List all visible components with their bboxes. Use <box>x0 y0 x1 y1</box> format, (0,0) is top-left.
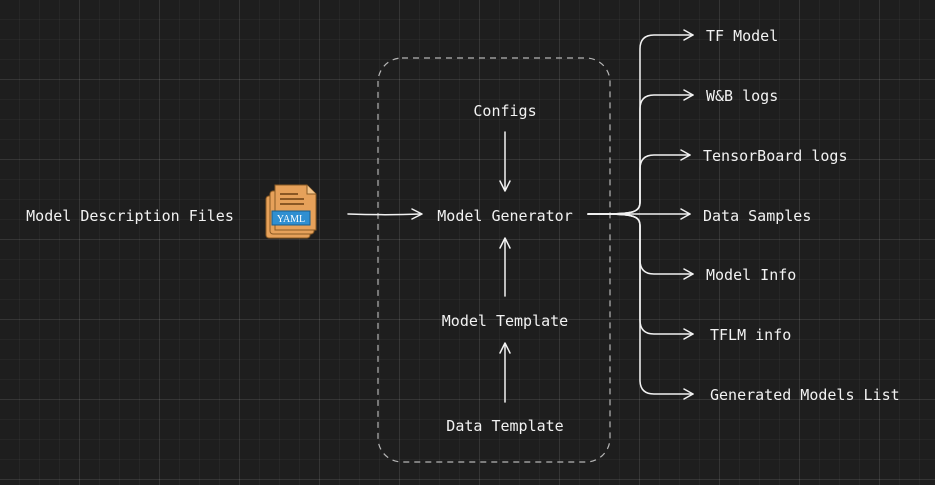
generator-group-boundary <box>377 57 611 463</box>
data-template-label: Data Template <box>446 417 563 435</box>
configs-to-generator-arrowhead <box>499 180 511 192</box>
output-label-tensorboard-logs: TensorBoard logs <box>703 147 848 165</box>
data-template-to-model-template-arrowhead <box>499 342 511 354</box>
generator-to-tflm-info-arrowhead <box>683 328 694 340</box>
output-edges <box>587 29 694 400</box>
generator-to-wandb-logs-arrowhead <box>683 89 694 101</box>
output-label-wandb-logs: W&B logs <box>706 87 778 105</box>
generator-to-tensorboard-logs-arrowhead <box>680 149 691 161</box>
model-generator-label: Model Generator <box>437 207 572 225</box>
configs-label: Configs <box>473 102 536 120</box>
source-to-generator-arrowhead <box>411 208 423 220</box>
generator-to-generated-models-list-arrow <box>587 213 694 395</box>
output-label-generated-models-list: Generated Models List <box>710 386 900 404</box>
generator-to-tensorboard-logs-arrow <box>587 154 691 215</box>
yaml-icon-text: YAML <box>277 214 305 225</box>
source-to-generator-arrow <box>347 213 422 216</box>
output-label-tflm-info: TFLM info <box>710 326 791 344</box>
template-to-generator-arrowhead <box>499 237 511 249</box>
model-description-files-label: Model Description Files <box>26 207 234 225</box>
generator-to-tf-model-arrowhead <box>683 29 694 41</box>
generator-to-model-info-arrowhead <box>683 268 694 280</box>
output-label-tf-model: TF Model <box>706 27 778 45</box>
output-label-data-samples: Data Samples <box>703 207 811 225</box>
generator-to-generated-models-list-arrowhead <box>683 388 694 400</box>
output-label-model-info: Model Info <box>706 266 796 284</box>
model-template-label: Model Template <box>442 312 568 330</box>
generator-to-data-samples-arrowhead <box>680 208 691 220</box>
yaml-files-icon: YAML <box>265 184 317 239</box>
